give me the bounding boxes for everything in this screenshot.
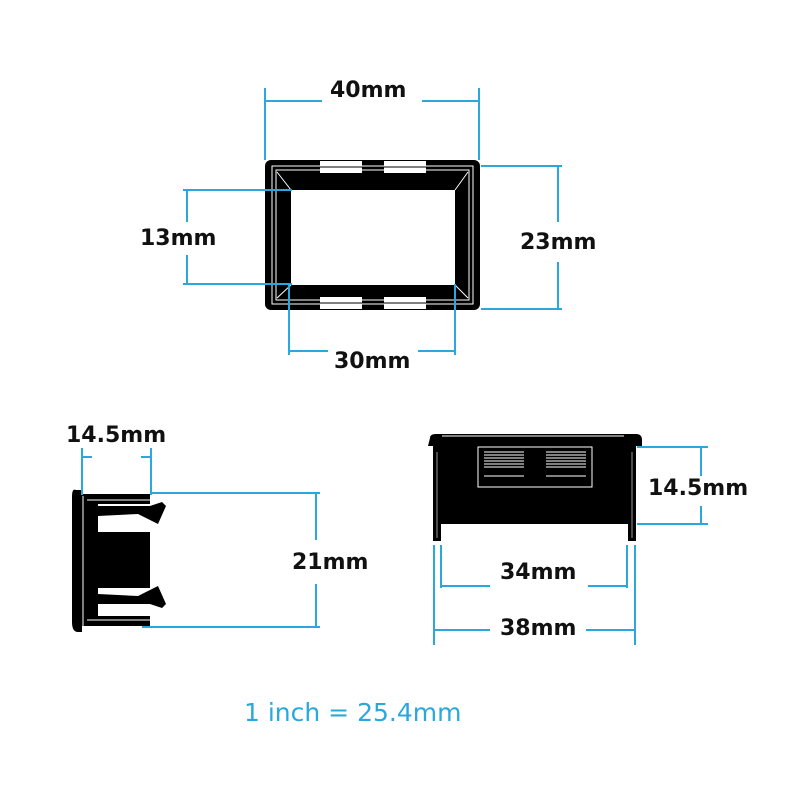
front-view-dimensions bbox=[183, 88, 562, 355]
front-window-width-label: 30mm bbox=[334, 349, 411, 374]
top-inner-width-label: 34mm bbox=[500, 560, 577, 585]
front-outer-height-label: 23mm bbox=[520, 230, 597, 255]
front-view-part bbox=[265, 160, 480, 310]
top-view-dimensions bbox=[433, 446, 708, 645]
top-outer-width-label: 38mm bbox=[500, 616, 577, 641]
front-outer-width-label: 40mm bbox=[330, 78, 407, 103]
side-depth-label: 14.5mm bbox=[66, 423, 167, 448]
side-view-dimensions bbox=[81, 448, 320, 628]
top-depth-label: 14.5mm bbox=[648, 476, 749, 501]
side-view-part bbox=[72, 489, 166, 632]
top-view-part bbox=[428, 434, 642, 541]
front-window-height-label: 13mm bbox=[140, 226, 217, 251]
unit-conversion-note: 1 inch = 25.4mm bbox=[244, 698, 462, 727]
side-height-label: 21mm bbox=[292, 550, 369, 575]
